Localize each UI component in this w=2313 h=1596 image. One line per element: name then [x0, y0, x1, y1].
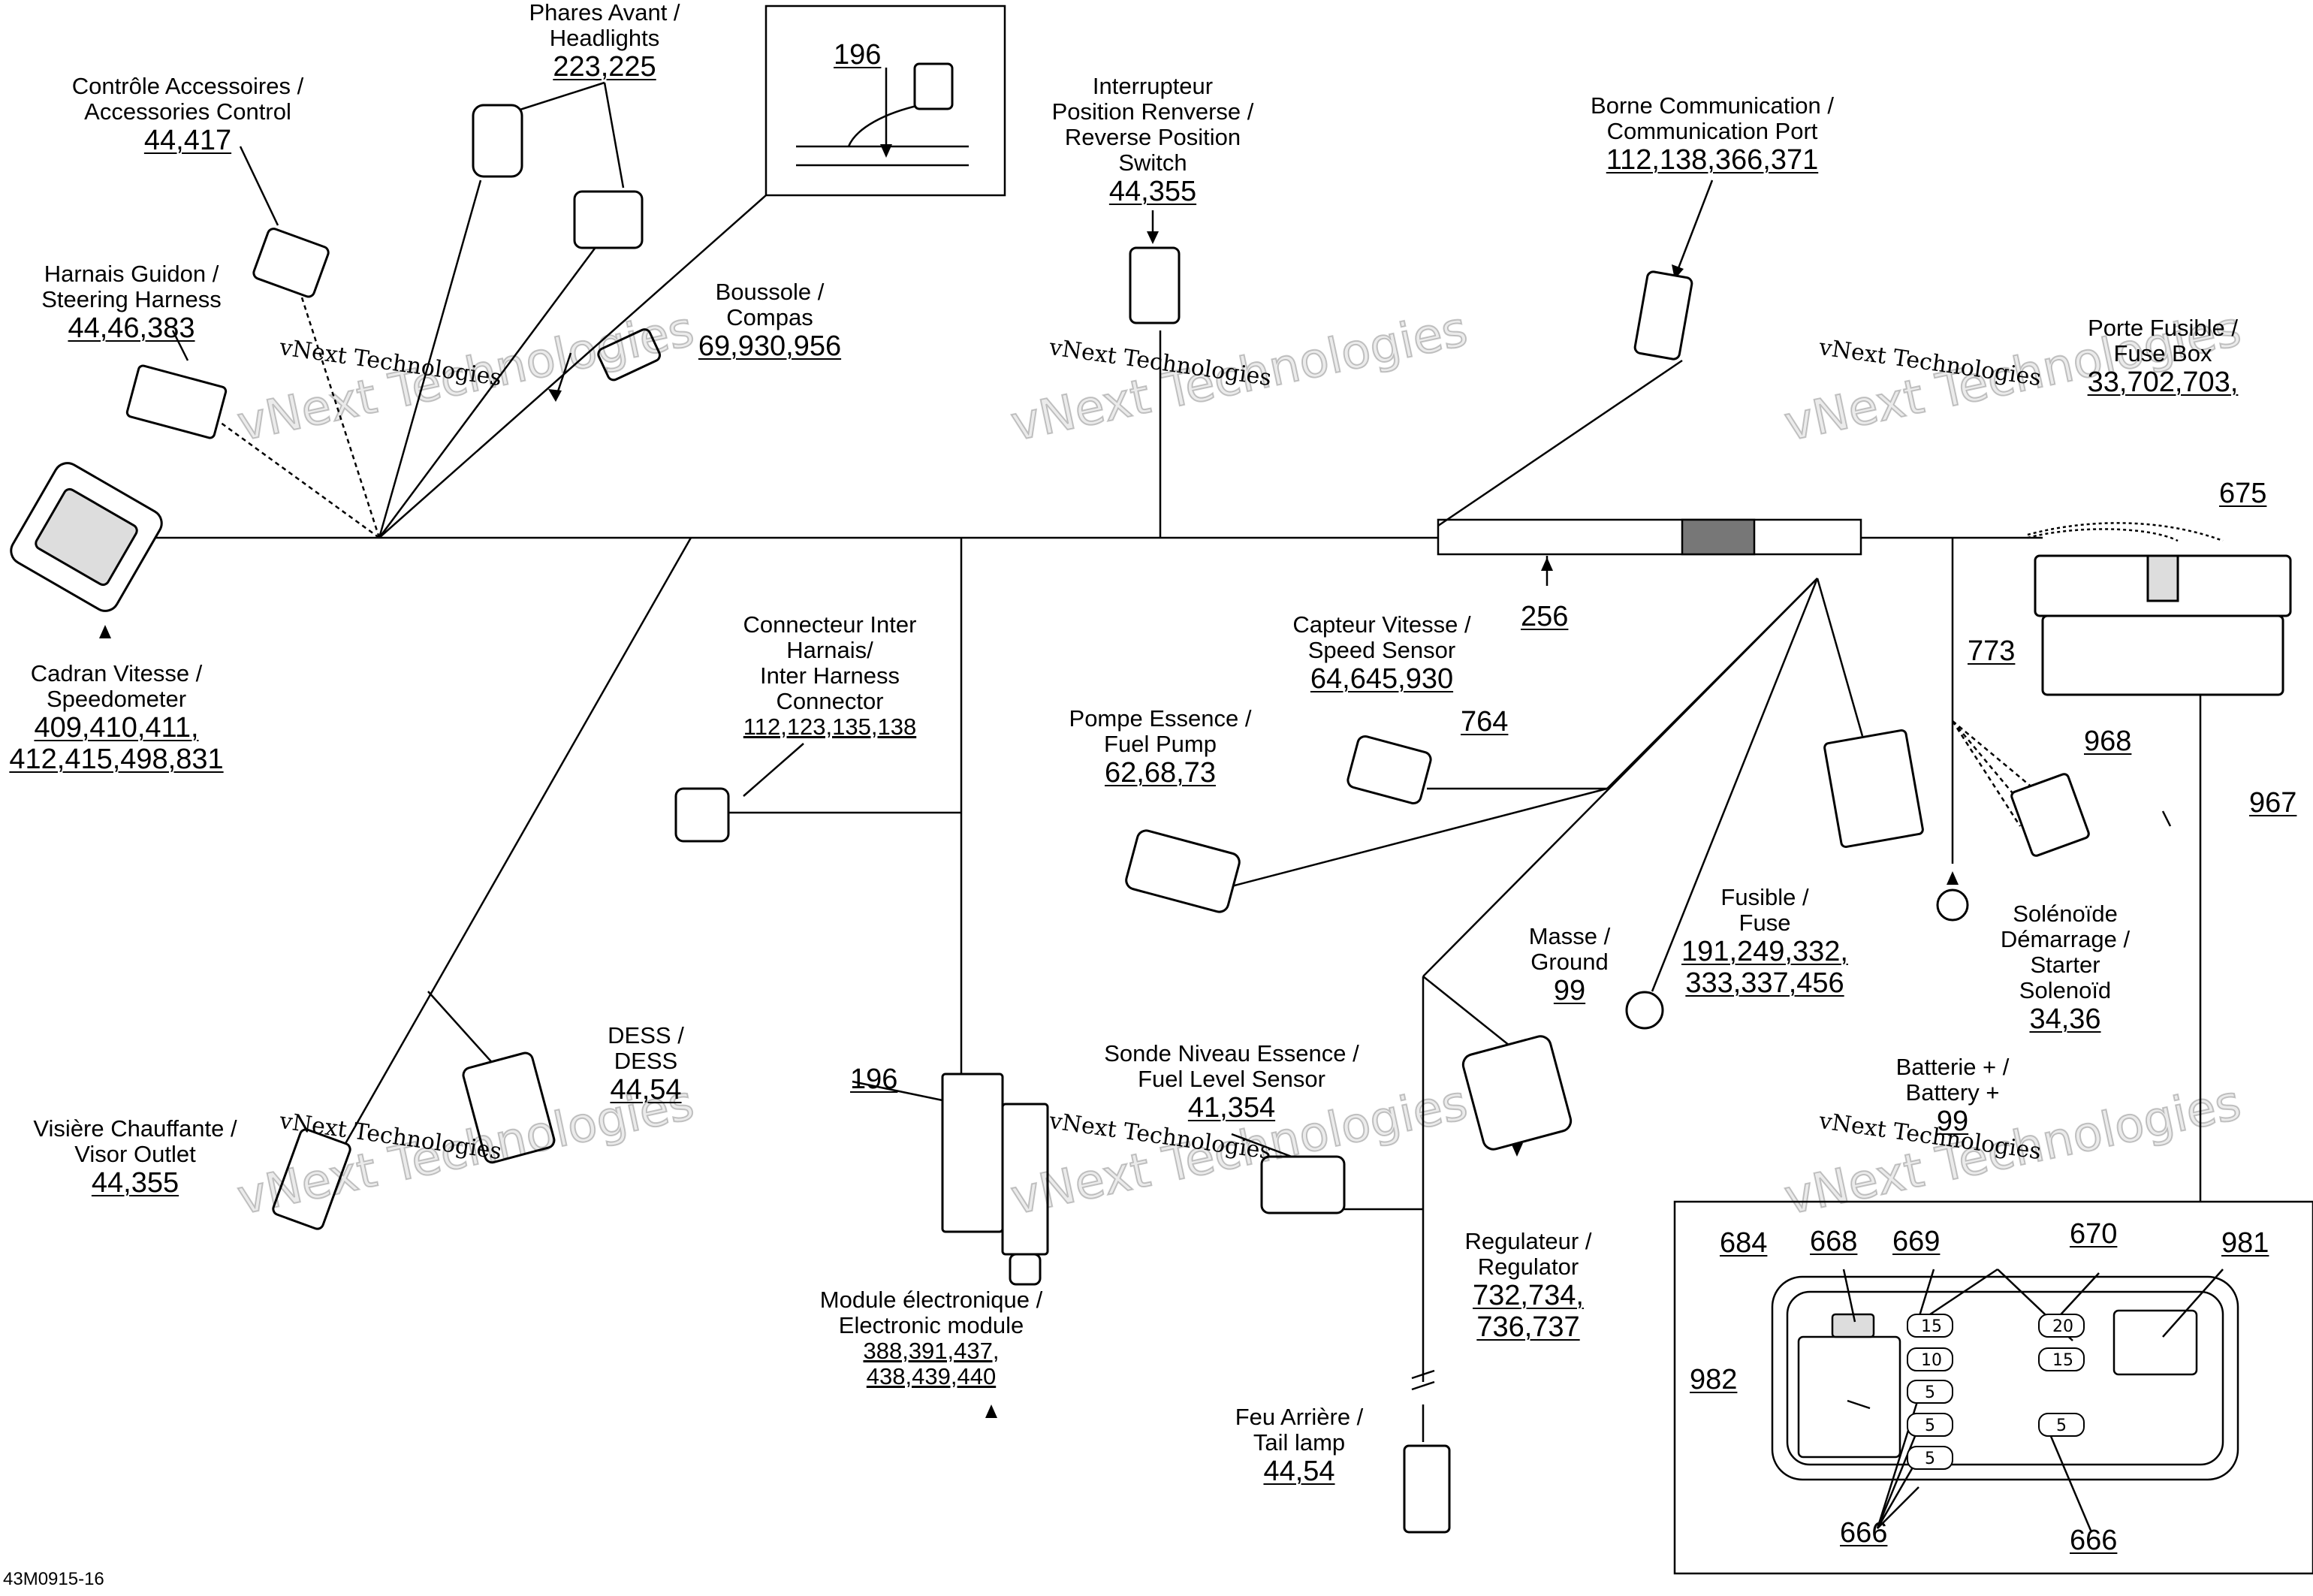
fuse-value: 15 [2052, 1351, 2073, 1370]
ref-668: 668 [1810, 1226, 1858, 1257]
ref-666-left: 666 [1840, 1517, 1888, 1549]
interharness-connector-icon [674, 787, 730, 843]
steering-harness-connector-icon [125, 364, 228, 439]
label-fuel-level-sensor: Sonde Niveau Essence / Fuel Level Sensor… [1104, 1040, 1359, 1124]
label-battery: Batterie + / Battery + 99 [1895, 1054, 2010, 1138]
ref-196-module: 196 [850, 1063, 898, 1095]
label-fuse-box: Porte Fusible / Fuse Box 33,702,703, [2087, 315, 2239, 399]
detail-196-connector-icon [913, 62, 954, 110]
accessories-connector-icon [252, 228, 330, 298]
fuse-value: 5 [1925, 1450, 1935, 1468]
starter-solenoid-connector-icon [2010, 773, 2090, 857]
speedometer-connector-icon [10, 462, 163, 612]
label-dess: DESS / DESS 44,54 [608, 1022, 684, 1106]
fuse-value: 5 [1925, 1383, 1935, 1402]
headlight-connector-2-icon [573, 190, 644, 249]
label-visor-outlet: Visière Chauffante / Visor Outlet 44,355 [33, 1115, 237, 1199]
fuse-box-detail-frame [1673, 1200, 2313, 1575]
fuse-value: 10 [1921, 1351, 1942, 1370]
ref-773: 773 [1968, 635, 2016, 667]
comm-port-connector-icon [1633, 270, 1693, 361]
ground-terminal-icon [1625, 991, 1664, 1030]
figure-code: 43M0915-16 [3, 1569, 104, 1589]
regulator-connector-icon [1461, 1035, 1573, 1151]
detail-box-196 [764, 5, 1006, 197]
conduit-256 [1437, 518, 1862, 556]
ref-764: 764 [1461, 706, 1509, 738]
electronic-module-icon [941, 1073, 1049, 1286]
label-communication-port: Borne Communication / Communication Port… [1591, 92, 1834, 176]
ref-981: 981 [2221, 1227, 2269, 1259]
label-ground: Masse / Ground 99 [1528, 923, 1611, 1007]
label-regulator: Regulateur / Regulator 732,734, 736,737 [1464, 1228, 1592, 1344]
fuse-value: 20 [2052, 1317, 2073, 1336]
label-steering-harness: Harnais Guidon / Steering Harness 44,46,… [41, 261, 222, 345]
speed-sensor-connector-icon [1346, 735, 1432, 805]
label-inter-harness-connector: Connecteur Inter Harnais/ Inter Harness … [743, 611, 917, 740]
label-tail-lamp: Feu Arrière / Tail lamp 44,54 [1235, 1404, 1364, 1488]
label-compass: Boussole / Compas 69,930,956 [698, 279, 842, 363]
compass-connector-icon [597, 328, 662, 382]
label-reverse-switch: Interrupteur Position Renverse / Reverse… [1051, 73, 1254, 208]
ref-196-top: 196 [834, 39, 882, 71]
ref-968: 968 [2084, 726, 2132, 757]
label-headlights: Phares Avant / Headlights 223,225 [529, 0, 680, 83]
fuse-box-icon [2034, 554, 2292, 696]
label-accessories-control: Contrôle Accessoires / Accessories Contr… [71, 73, 304, 157]
ref-670: 670 [2070, 1218, 2118, 1250]
fuse-value: 15 [1921, 1317, 1942, 1336]
fuel-pump-connector-icon [1125, 829, 1241, 913]
label-electronic-module: Module électronique / Electronic module … [819, 1287, 1043, 1389]
ref-256: 256 [1521, 601, 1569, 632]
fuse-value: 5 [2056, 1416, 2067, 1435]
reverse-switch-connector-icon [1129, 246, 1181, 324]
label-starter-solenoid: Solénoïde Démarrage / Starter Solenoïd 3… [2000, 901, 2131, 1036]
fuse-value: 5 [1925, 1416, 1935, 1435]
label-speedometer: Cadran Vitesse / Speedometer 409,410,411… [9, 660, 224, 776]
tail-lamp-connector-icon [1403, 1444, 1451, 1534]
ref-684: 684 [1720, 1227, 1768, 1259]
fuse-slots [1907, 1314, 2085, 1470]
battery-terminal-icon [1936, 889, 1969, 922]
headlight-connector-1-icon [472, 104, 523, 178]
ref-982: 982 [1690, 1364, 1738, 1395]
fuel-level-sensor-connector-icon [1260, 1155, 1346, 1214]
ref-675: 675 [2219, 478, 2267, 509]
ref-967: 967 [2249, 787, 2297, 819]
visor-outlet-connector-icon [272, 1128, 351, 1230]
label-speed-sensor: Capteur Vitesse / Speed Sensor 64,645,93… [1292, 611, 1471, 695]
label-fuse: Fusible / Fuse 191,249,332, 333,337,456 [1681, 884, 1848, 1000]
dess-connector-icon [462, 1051, 556, 1164]
fuse-connector-icon [1823, 729, 1924, 849]
ref-669: 669 [1892, 1226, 1941, 1257]
label-fuel-pump: Pompe Essence / Fuel Pump 62,68,73 [1069, 705, 1252, 789]
ref-666-right: 666 [2070, 1525, 2118, 1556]
